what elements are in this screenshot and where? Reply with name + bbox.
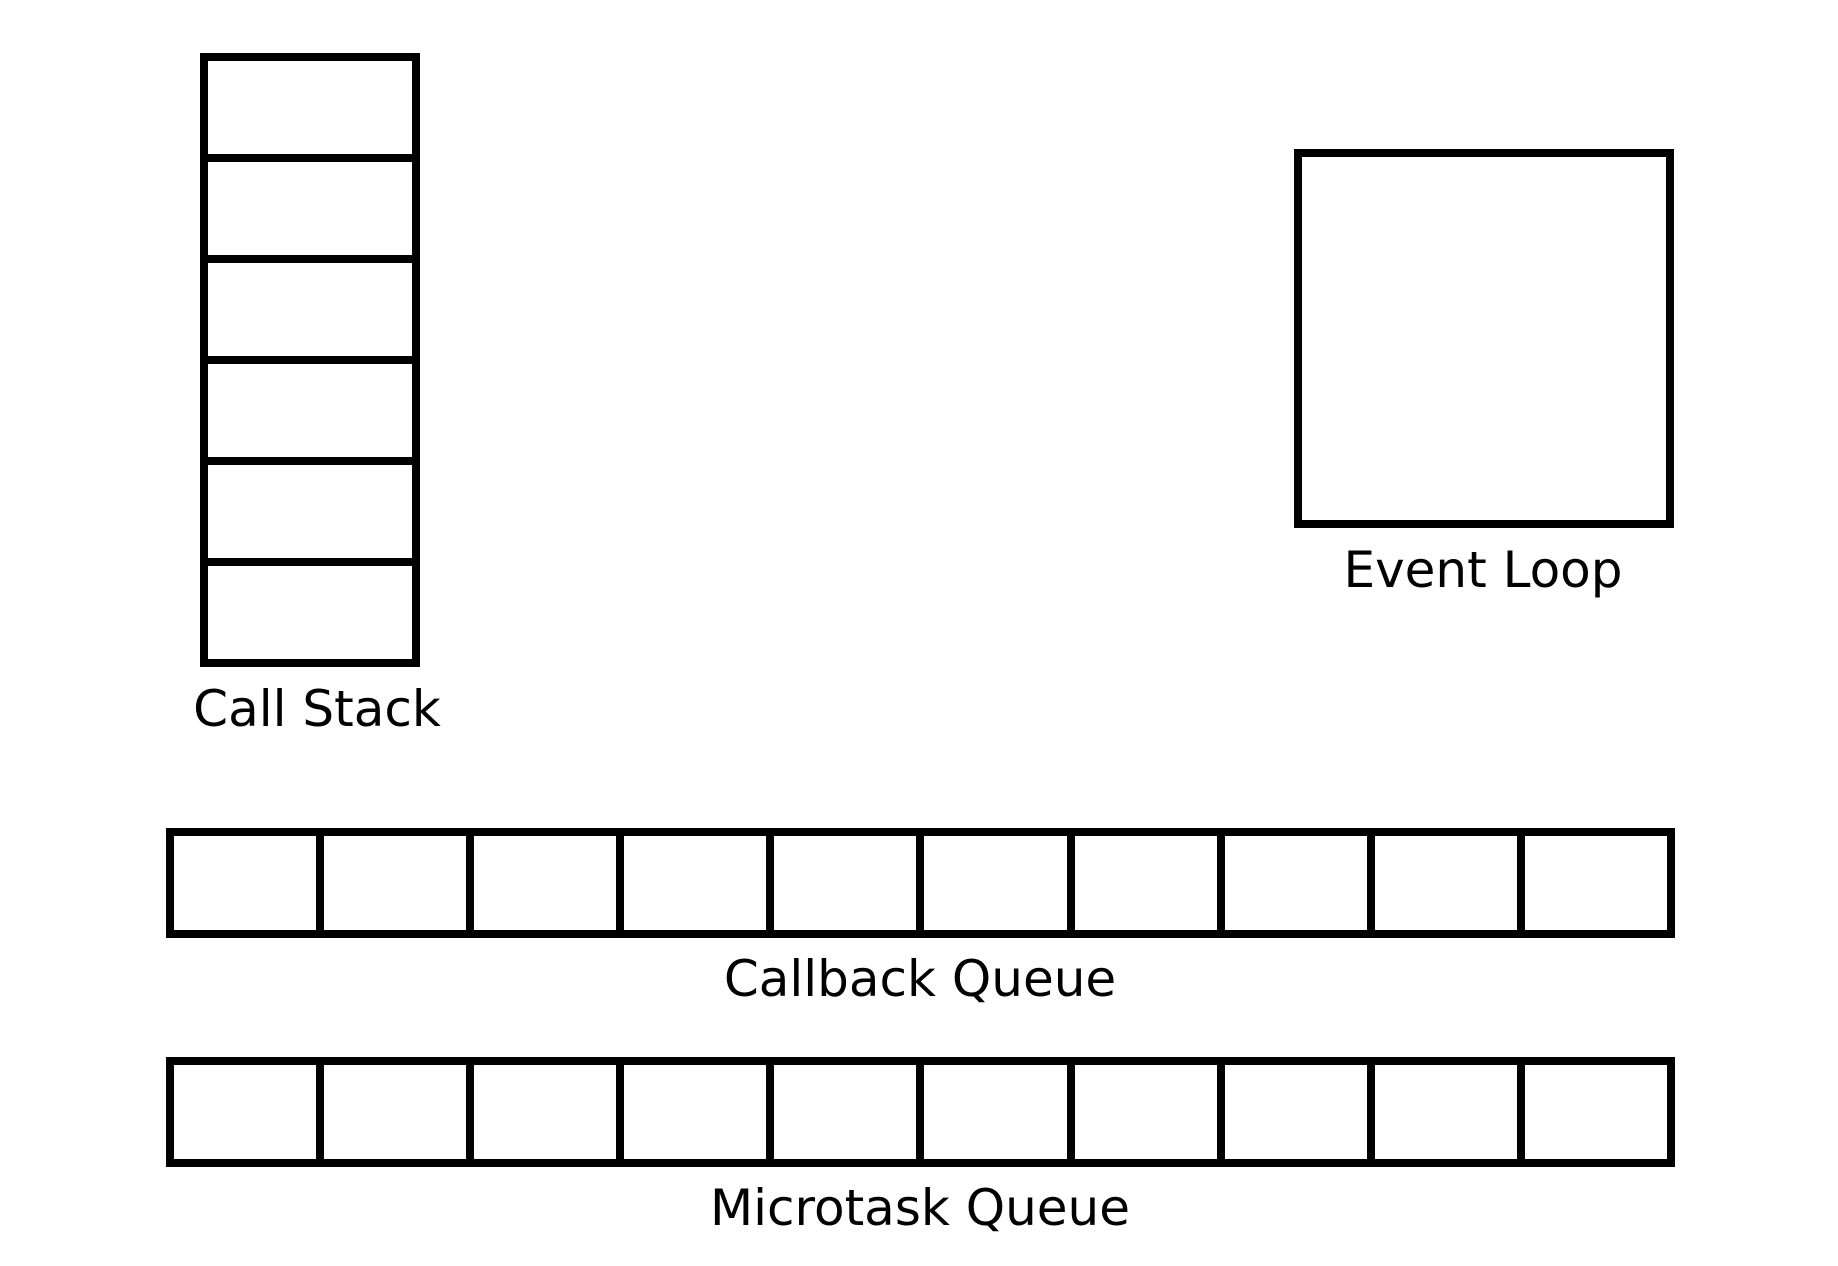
microtask-queue-slot — [1525, 1065, 1667, 1159]
event-loop-box — [1294, 149, 1674, 528]
call-stack-slot — [208, 566, 412, 659]
callback-queue-slot — [1375, 836, 1525, 930]
microtask-queue — [166, 1057, 1675, 1167]
callback-queue-slot — [1225, 836, 1375, 930]
call-stack-label: Call Stack — [193, 680, 441, 738]
callback-queue-slot — [324, 836, 475, 930]
call-stack-slot — [208, 263, 412, 364]
callback-queue-slot — [624, 836, 775, 930]
call-stack-slot — [208, 162, 412, 263]
callback-queue — [166, 828, 1675, 938]
callback-queue-slot — [174, 836, 325, 930]
microtask-queue-slot — [774, 1065, 925, 1159]
callback-queue-slot — [474, 836, 625, 930]
call-stack — [200, 53, 420, 667]
microtask-queue-slot — [924, 1065, 1075, 1159]
callback-queue-slot — [1075, 836, 1225, 930]
microtask-queue-slot — [1375, 1065, 1525, 1159]
microtask-queue-label: Microtask Queue — [710, 1179, 1130, 1237]
call-stack-slot — [208, 465, 412, 566]
microtask-queue-slot — [474, 1065, 625, 1159]
microtask-queue-slot — [174, 1065, 325, 1159]
callback-queue-slot — [774, 836, 925, 930]
call-stack-slot — [208, 61, 412, 162]
callback-queue-label: Callback Queue — [723, 950, 1117, 1008]
callback-queue-slot — [1525, 836, 1667, 930]
event-loop-label: Event Loop — [1343, 541, 1623, 599]
microtask-queue-slot — [324, 1065, 475, 1159]
call-stack-slot — [208, 364, 412, 465]
microtask-queue-slot — [1075, 1065, 1225, 1159]
microtask-queue-slot — [1225, 1065, 1375, 1159]
microtask-queue-slot — [624, 1065, 775, 1159]
callback-queue-slot — [924, 836, 1075, 930]
